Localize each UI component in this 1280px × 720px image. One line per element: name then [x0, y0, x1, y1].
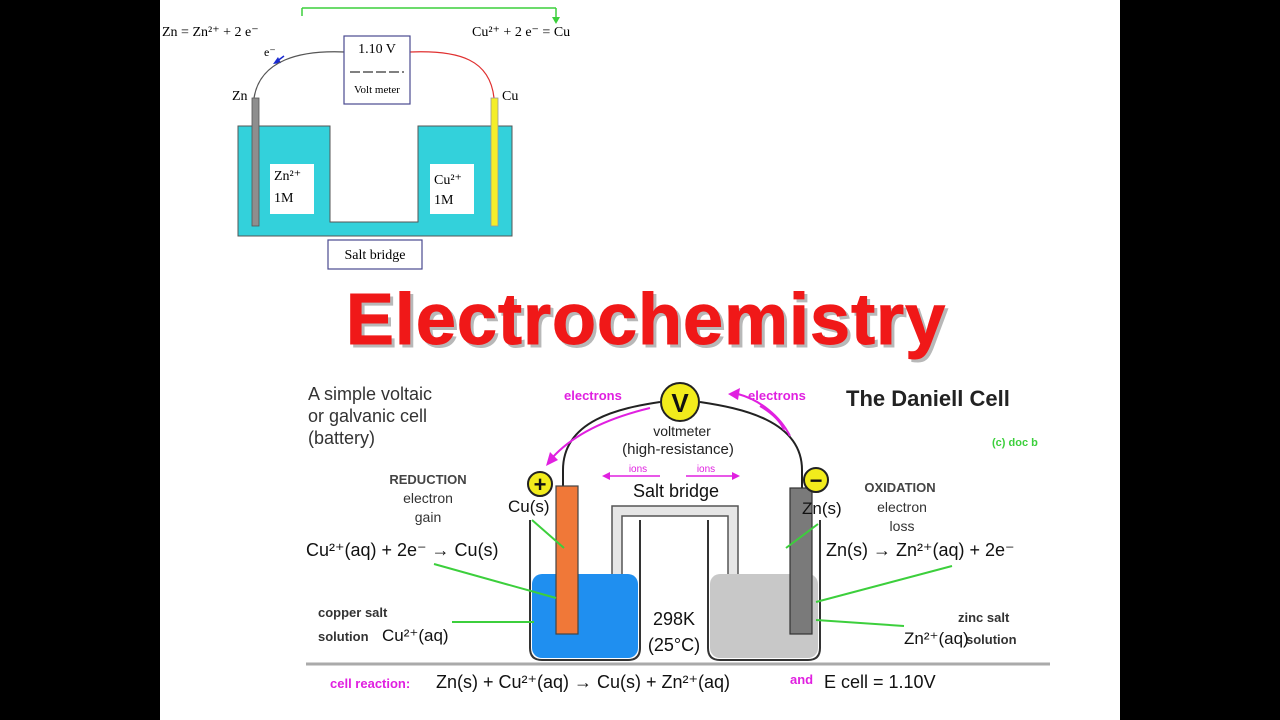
copper-salt-ion: Cu²⁺(aq): [382, 626, 449, 645]
electrons-left-arrow-icon: [551, 407, 651, 459]
ions-right-label: ions: [697, 464, 715, 475]
plus-sign: +: [534, 472, 547, 497]
reduction-label-2: electron: [403, 490, 453, 506]
top-diagram: Zn = Zn²⁺ + 2 e⁻ Cu²⁺ + 2 e⁻ = Cu e⁻ 1.1…: [162, 7, 570, 270]
top-zn-ion: Zn²⁺: [274, 169, 301, 184]
electrons-right-label: electrons: [748, 388, 806, 403]
voltmeter-symbol: V: [671, 388, 689, 418]
top-zn-conc: 1M: [274, 191, 294, 206]
top-salt-bridge-text: Salt bridge: [344, 248, 405, 263]
slide-title: Electrochemistry: [346, 280, 946, 360]
slide: Zn = Zn²⁺ + 2 e⁻ Cu²⁺ + 2 e⁻ = Cu e⁻ 1.1…: [160, 0, 1120, 720]
daniell-credit: (c) doc b: [992, 437, 1038, 449]
top-electron-flow-arrow: [301, 7, 560, 24]
cu-half-reaction: Cu²⁺(aq) + 2e⁻ → Cu(s): [306, 540, 499, 560]
top-zinc-electrode: [251, 97, 260, 227]
top-cu-ion: Cu²⁺: [434, 173, 462, 188]
copper-salt-label-2: solution: [318, 629, 369, 644]
daniell-intro-line-3: (battery): [308, 428, 375, 448]
daniell-intro-line-2: or galvanic cell: [308, 406, 427, 426]
reduction-label-1: REDUCTION: [389, 472, 466, 487]
electrons-left-label: electrons: [564, 388, 622, 403]
top-copper-electrode: [490, 97, 499, 227]
temperature-k: 298K: [653, 609, 695, 629]
minus-sign: −: [810, 468, 823, 493]
top-left-wire: [253, 51, 346, 99]
top-zn-solution-box: Zn²⁺ 1M: [270, 164, 314, 214]
top-voltmeter-value: 1.10 V: [358, 42, 396, 57]
top-cu-label: Cu: [502, 89, 518, 104]
cu-electrode-label: Cu(s): [508, 497, 550, 516]
top-zn-equation: Zn = Zn²⁺ + 2 e⁻: [162, 25, 259, 40]
daniell-voltmeter: V: [660, 382, 700, 422]
cu-reaction-pointer: [433, 563, 557, 599]
top-electron-label: e⁻: [264, 45, 276, 59]
top-cu-equation: Cu²⁺ + 2 e⁻ = Cu: [472, 25, 570, 40]
top-cu-solution-box: Cu²⁺ 1M: [430, 164, 474, 214]
oxidation-label-3: loss: [890, 518, 915, 534]
zn-electrode-label: Zn(s): [802, 499, 842, 518]
oxidation-label-2: electron: [877, 499, 927, 515]
zinc-salt-pointer: [815, 619, 905, 627]
zn-pointer-line: [785, 523, 819, 549]
zinc-salt-label-1: zinc salt: [958, 610, 1010, 625]
copper-beaker: [529, 520, 641, 661]
positive-terminal-icon: +: [527, 471, 553, 497]
daniell-wire-right: [699, 401, 803, 488]
zn-reaction-pointer: [815, 565, 953, 603]
top-cu-conc: 1M: [434, 193, 454, 208]
top-salt-bridge-label: Salt bridge: [327, 239, 423, 270]
slide-canvas: Zn = Zn²⁺ + 2 e⁻ Cu²⁺ + 2 e⁻ = Cu e⁻ 1.1…: [162, 7, 1050, 692]
copper-electrode: [555, 485, 579, 635]
zinc-salt-ion: Zn²⁺(aq): [904, 629, 969, 648]
temperature-c: (25°C): [648, 635, 700, 655]
voltmeter-label-1: voltmeter: [653, 423, 711, 439]
reduction-label-3: gain: [415, 509, 441, 525]
daniell-salt-bridge-label: Salt bridge: [633, 481, 719, 501]
copper-salt-solution: [532, 574, 638, 658]
top-voltmeter-label: Volt meter: [354, 84, 400, 96]
zinc-salt-label-2: solution: [966, 632, 1017, 647]
ions-left-label: ions: [629, 464, 647, 475]
ions-arrows: ions ions: [602, 464, 740, 480]
daniell-cell-diagram: A simple voltaic or galvanic cell (batte…: [306, 382, 1050, 692]
oxidation-label-1: OXIDATION: [864, 480, 935, 495]
cell-reaction: Zn(s) + Cu²⁺(aq) → Cu(s) + Zn²⁺(aq): [436, 672, 730, 692]
daniell-intro-line-1: A simple voltaic: [308, 384, 432, 404]
daniell-wire-left: [562, 401, 661, 488]
top-right-wire: [409, 51, 495, 99]
zinc-electrode: [789, 487, 813, 635]
daniell-title: The Daniell Cell: [846, 386, 1010, 411]
voltmeter-label-2: (high-resistance): [622, 441, 734, 458]
top-voltmeter: 1.10 V Volt meter: [343, 35, 411, 105]
negative-terminal-icon: −: [803, 467, 829, 493]
ecell-value: E cell = 1.10V: [824, 672, 936, 692]
electrons-right-arrow-icon: [728, 388, 740, 400]
and-word: and: [790, 672, 813, 687]
cu-pointer-line: [531, 519, 565, 549]
cell-reaction-label: cell reaction:: [330, 676, 410, 691]
copper-salt-label-1: copper salt: [318, 605, 388, 620]
top-zn-label: Zn: [232, 89, 248, 104]
zn-half-reaction: Zn(s) → Zn²⁺(aq) + 2e⁻: [826, 540, 1015, 560]
